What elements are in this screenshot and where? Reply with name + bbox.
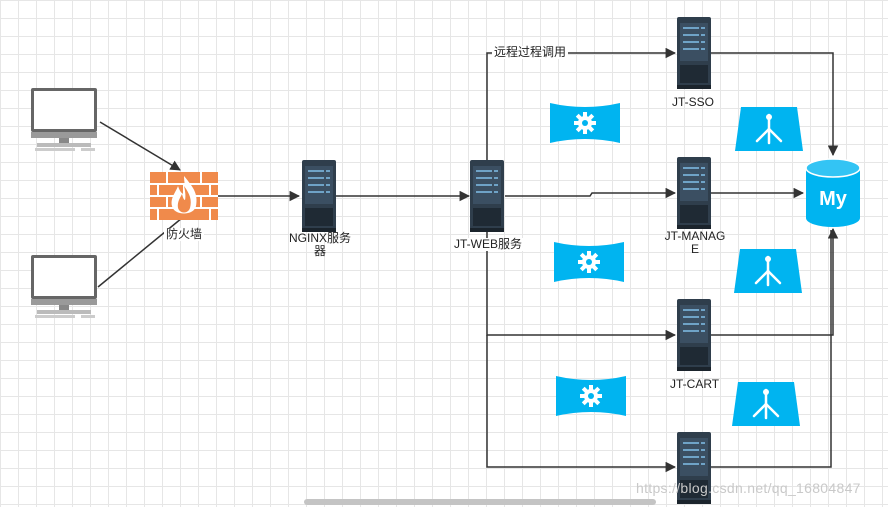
load-balancer-3-icon: [730, 380, 802, 428]
edge-web-manage: [505, 187, 677, 199]
cart-server-icon[interactable]: [677, 299, 711, 371]
nginx-server-icon[interactable]: [302, 160, 336, 232]
edge-sso-mysql: [711, 52, 839, 157]
gear-banner-2-icon: [554, 242, 624, 282]
manage-server-icon[interactable]: [677, 157, 711, 229]
edge-cart-mysql: [711, 227, 839, 336]
gear-banner-1-icon: [550, 103, 620, 143]
nginx-label: NGINX服务器: [288, 231, 351, 258]
manage-label: JT-MANAGE: [664, 229, 726, 256]
mysql-database-icon[interactable]: My: [805, 158, 861, 227]
client-monitor-2-icon[interactable]: [31, 255, 97, 318]
gear-banner-3-icon: [556, 376, 626, 416]
cart-label: JT-CART: [670, 377, 720, 391]
sso-label: JT-SSO: [672, 95, 715, 109]
web-server-icon[interactable]: [470, 160, 504, 232]
rpc-label: 远程过程调用: [492, 45, 569, 59]
edge-web-sso: [486, 47, 677, 160]
firewall-icon[interactable]: [150, 172, 218, 220]
sso-server-icon[interactable]: [677, 17, 711, 89]
mysql-logo-text: My: [819, 188, 848, 210]
edge-client1-firewall: [99, 121, 181, 171]
watermark: https://blog.csdn.net/qq_16804847: [636, 480, 861, 496]
firewall-label: 防火墙: [164, 227, 205, 241]
edge-web-fourth: [486, 335, 677, 473]
web-label: JT-WEB服务: [452, 237, 524, 251]
horizontal-scrollbar[interactable]: [304, 499, 656, 505]
connectors: [97, 47, 839, 473]
edge-fourth-mysql: [711, 230, 832, 468]
load-balancer-1-icon: [733, 105, 805, 153]
load-balancer-2-icon: [732, 247, 804, 295]
client-monitor-1-icon[interactable]: [31, 88, 97, 151]
